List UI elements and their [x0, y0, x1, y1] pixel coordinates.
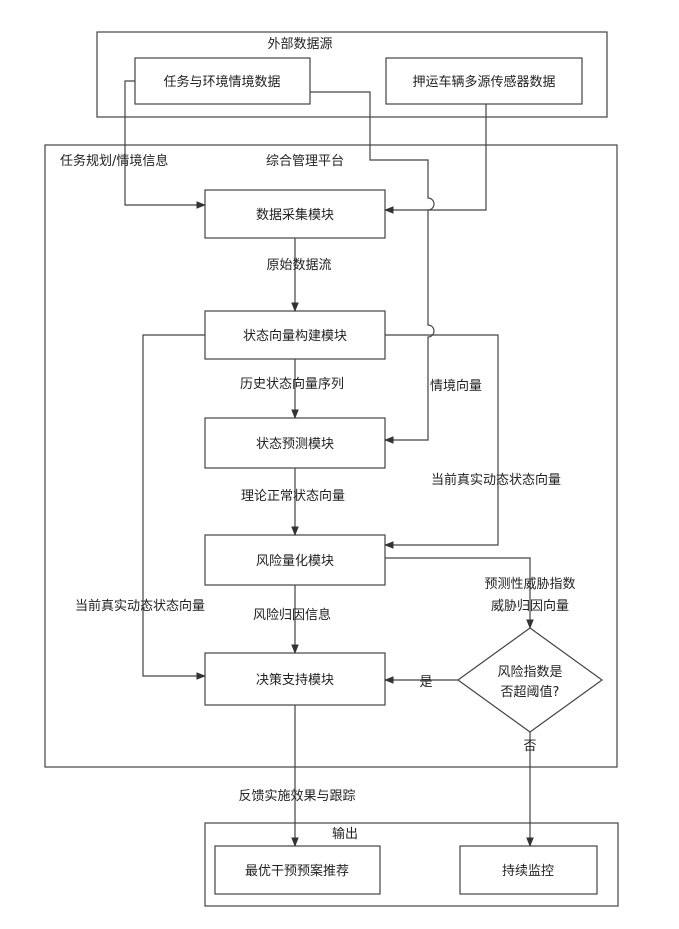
- decision-question-line2: 否超阈值?: [501, 684, 560, 700]
- current-real-right-label: 当前真实动态状态向量: [431, 472, 561, 488]
- risk-quant-label: 风险量化模块: [256, 554, 334, 569]
- risk-attribution-label: 风险归因信息: [253, 607, 331, 623]
- current-real-left-label: 当前真实动态状态向量: [75, 598, 205, 614]
- context-vector-label: 情境向量: [430, 378, 482, 394]
- state-prediction-label: 状态预测模块: [256, 437, 334, 452]
- threat-index-label: 预测性威胁指数: [484, 577, 575, 592]
- vehicle-sensor-data-label: 押运车辆多源传感器数据: [412, 74, 555, 90]
- history-seq-label: 历史状态向量序列: [240, 376, 344, 392]
- no-label: 否: [523, 739, 536, 754]
- yes-label: 是: [419, 675, 432, 690]
- decision-question-line1: 风险指数是: [497, 665, 562, 680]
- current-real-left-arrow: [143, 335, 205, 676]
- optimal-plan-label: 最优干预预案推荐: [245, 864, 349, 879]
- state-vector-label: 状态向量构建模块: [243, 328, 347, 344]
- data-collection-label: 数据采集模块: [256, 207, 334, 223]
- output-title: 输出: [332, 826, 358, 842]
- sensor-to-collection-arrow: [385, 104, 486, 210]
- task-plan-label: 任务规划/情境信息: [60, 153, 168, 169]
- platform-title: 综合管理平台: [266, 154, 344, 169]
- continuous-monitor-label: 持续监控: [502, 864, 554, 879]
- risk-to-diamond-arrow: [385, 558, 530, 628]
- feedback-label: 反馈实施效果与跟踪: [238, 789, 355, 804]
- decision-support-label: 决策支持模块: [256, 672, 334, 688]
- threat-vector-label: 威胁归因向量: [491, 598, 569, 614]
- raw-stream-label: 原始数据流: [266, 258, 331, 273]
- task-env-data-label: 任务与环境情境数据: [163, 74, 280, 90]
- theory-normal-label: 理论正常状态向量: [241, 488, 345, 504]
- threshold-decision-diamond: [458, 628, 602, 732]
- external-source-title: 外部数据源: [267, 37, 332, 52]
